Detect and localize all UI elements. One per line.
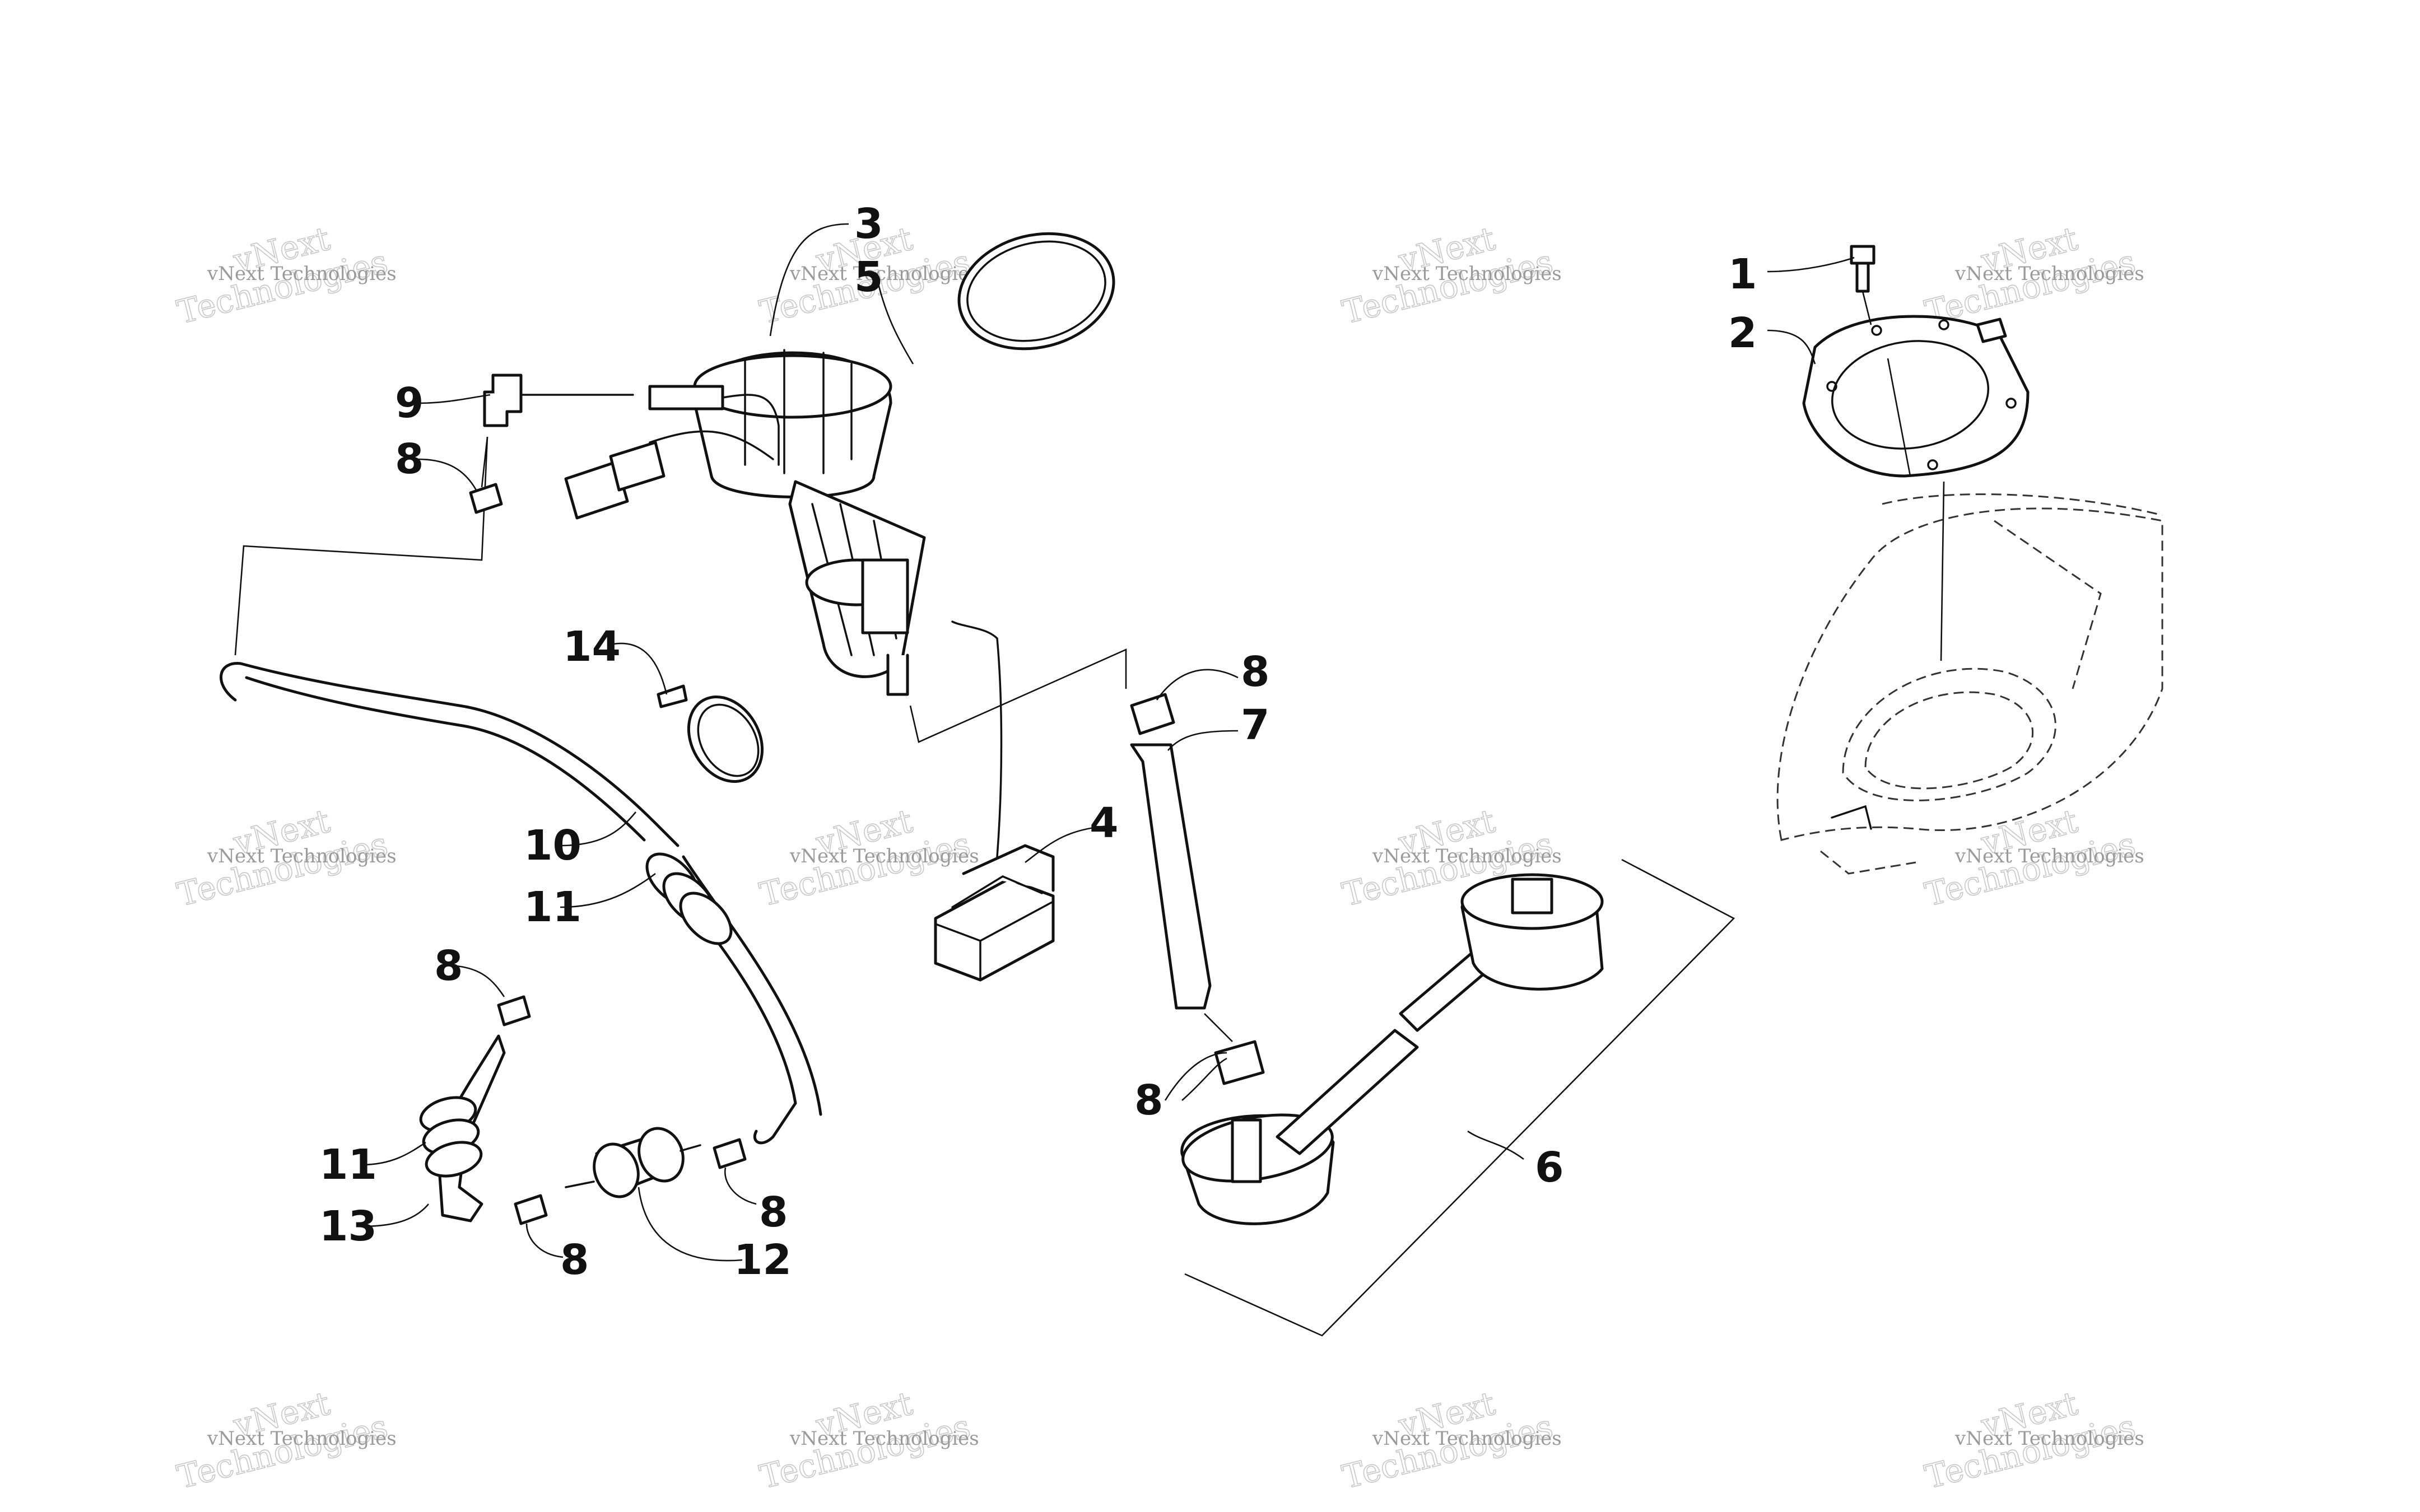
hose-clamp <box>657 684 764 783</box>
watermark-small: vNext Technologies <box>1372 845 1562 867</box>
fuel-sender-module <box>934 620 1055 982</box>
callout-10: 10 <box>524 822 581 870</box>
callout-4: 4 <box>1090 799 1119 847</box>
rollover-valve-assembly <box>1180 873 1604 1225</box>
connection-line <box>481 436 488 488</box>
watermark-small: vNext Technologies <box>207 1427 397 1450</box>
leader-lines <box>361 223 1855 1262</box>
fuel-filter <box>565 1127 701 1198</box>
callout-12: 12 <box>734 1236 792 1284</box>
vent-hose <box>1130 693 1265 1085</box>
callout-8-f: 8 <box>560 1236 589 1284</box>
callout-9: 9 <box>395 379 424 427</box>
o-ring-seal-inner <box>966 240 1106 342</box>
hose-clamp-small <box>514 1194 548 1225</box>
watermark-small: vNext Technologies <box>1954 845 2144 867</box>
watermark-small: vNext Technologies <box>1954 263 2144 285</box>
watermark-small: vNext Technologies <box>789 1427 979 1450</box>
callout-8-c: 8 <box>434 942 463 990</box>
hose-clamp-small <box>497 995 531 1026</box>
callout-11-a: 11 <box>524 883 581 931</box>
callout-2: 2 <box>1728 309 1757 357</box>
gasket-ring <box>1802 315 2030 478</box>
o-ring-seal <box>957 232 1115 351</box>
callout-7: 7 <box>1241 701 1270 749</box>
watermark-small: vNext Technologies <box>1954 1427 2144 1450</box>
fuel-pump-assembly <box>564 349 926 696</box>
elbow-fitting <box>483 374 634 427</box>
watermark-small: vNext Technologies <box>207 263 397 285</box>
callout-8-a: 8 <box>1241 648 1270 696</box>
watermark-small: vNext Technologies <box>207 845 397 867</box>
hose-clamp-small <box>469 483 503 514</box>
watermark-small: vNext Technologies <box>789 845 979 867</box>
connection-line <box>1204 1013 1233 1042</box>
callout-8-d: 8 <box>1134 1076 1164 1124</box>
callout-1: 1 <box>1728 250 1757 298</box>
callout-13: 13 <box>319 1202 377 1250</box>
watermark-small: vNext Technologies <box>789 263 979 285</box>
fuel-hose <box>220 662 822 1145</box>
callout-5: 5 <box>854 253 883 301</box>
connection-line <box>1861 291 1872 325</box>
fuel-tank-outline <box>1776 481 2163 875</box>
callout-labels: 1 2 3 4 5 6 7 8 8 8 8 8 8 8 9 10 11 11 1… <box>319 200 1757 1284</box>
callout-8-e: 8 <box>759 1188 788 1236</box>
parts-layer <box>220 232 2163 1337</box>
callout-6: 6 <box>1535 1144 1564 1192</box>
bracket-line <box>1184 858 1735 1337</box>
callout-3: 3 <box>854 200 883 248</box>
fuel-hose-short <box>419 1034 506 1222</box>
connection-line <box>909 648 1127 743</box>
callout-11-b: 11 <box>319 1141 377 1189</box>
watermark-small: vNext Technologies <box>1372 1427 1562 1450</box>
callout-8-b: 8 <box>395 435 424 483</box>
hose-clamp-small <box>713 1138 747 1169</box>
connection-line <box>234 436 488 656</box>
callout-14: 14 <box>563 623 621 671</box>
screw <box>1850 245 1876 293</box>
connection-line <box>1887 358 1911 477</box>
watermark-small: vNext Technologies <box>1372 263 1562 285</box>
